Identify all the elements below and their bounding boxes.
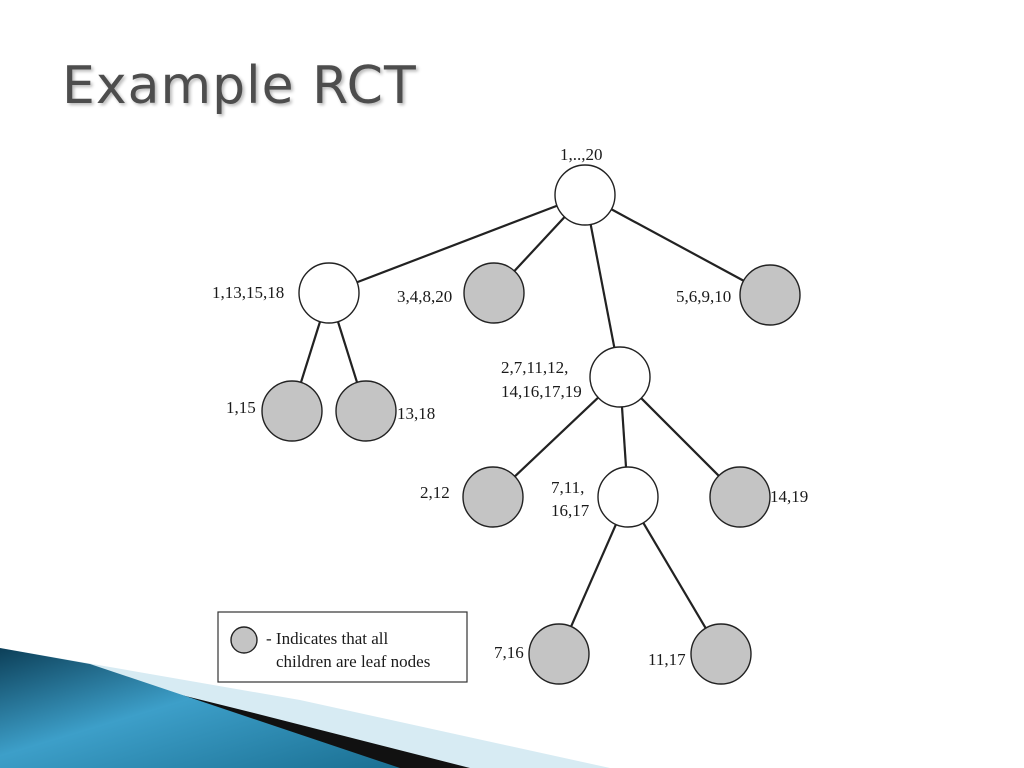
tree-labels: 1,..,20 1,13,15,18 3,4,8,20 2,7,11,12, 14,16… (212, 145, 808, 669)
tree-edge-root-n2 (513, 216, 566, 272)
tree-edge-root-n3 (589, 224, 616, 348)
node-label-n3a: 2,12 (420, 483, 450, 502)
tree-edge-n3b-n3b2 (642, 522, 707, 629)
corner-banner-decoration (0, 648, 610, 768)
node-label-n3b1: 7,16 (494, 643, 524, 662)
leaf-parent-node-n2 (463, 262, 525, 324)
leaf-parent-node-n3c (709, 466, 771, 528)
tree-edge-root-n1 (356, 204, 558, 284)
node-label-n1b: 13,18 (397, 404, 435, 423)
node-label-n3c: 14,19 (770, 487, 808, 506)
node-label-n4: 5,6,9,10 (676, 287, 731, 306)
node-label-n3-line-2: 14,16,17,19 (501, 382, 582, 401)
tree-edge-n3-n3c (640, 397, 720, 477)
tree-edge-n3-n3b (620, 406, 628, 468)
node-label-n3b-line-1: 7,11, (551, 478, 584, 497)
legend-line-1: - Indicates that all (266, 629, 389, 648)
tree-node-n3b (597, 466, 659, 528)
node-label-n3b-line-2: 16,17 (551, 501, 590, 520)
node-label-n1a: 1,15 (226, 398, 256, 417)
tree-node-n1 (298, 262, 360, 324)
tree-edge-n1-n1a (299, 321, 322, 383)
leaf-parent-node-n1b (335, 380, 397, 442)
tree-edges (299, 204, 745, 629)
tree-edge-n3b-n3b1 (570, 524, 617, 627)
banner-blue-wedge (0, 648, 400, 768)
leaf-parent-node-n4 (739, 264, 801, 326)
legend-gray-circle-icon (230, 626, 258, 654)
legend-box: - Indicates that all children are leaf n… (217, 611, 468, 683)
tree-node-root (554, 164, 616, 226)
node-label-root: 1,..,20 (560, 145, 603, 164)
tree-edge-n3-n3a (514, 396, 599, 478)
leaf-parent-node-n1a (261, 380, 323, 442)
leaf-parent-node-n3b1 (528, 623, 590, 685)
node-label-n1: 1,13,15,18 (212, 283, 284, 302)
leaf-parent-node-n3b2 (690, 623, 752, 685)
node-label-n3-line-1: 2,7,11,12, (501, 358, 568, 377)
slide-title: Example RCT (62, 56, 417, 116)
node-label-n2: 3,4,8,20 (397, 287, 452, 306)
tree-edge-root-n4 (610, 208, 745, 282)
legend-frame (217, 611, 468, 683)
legend-line-2: children are leaf nodes (276, 652, 430, 671)
tree-edge-n1-n1b (336, 321, 359, 383)
leaf-parent-node-n3a (462, 466, 524, 528)
node-label-n3b2: 11,17 (648, 650, 686, 669)
tree-node-n3 (589, 346, 651, 408)
tree-nodes (261, 164, 801, 685)
